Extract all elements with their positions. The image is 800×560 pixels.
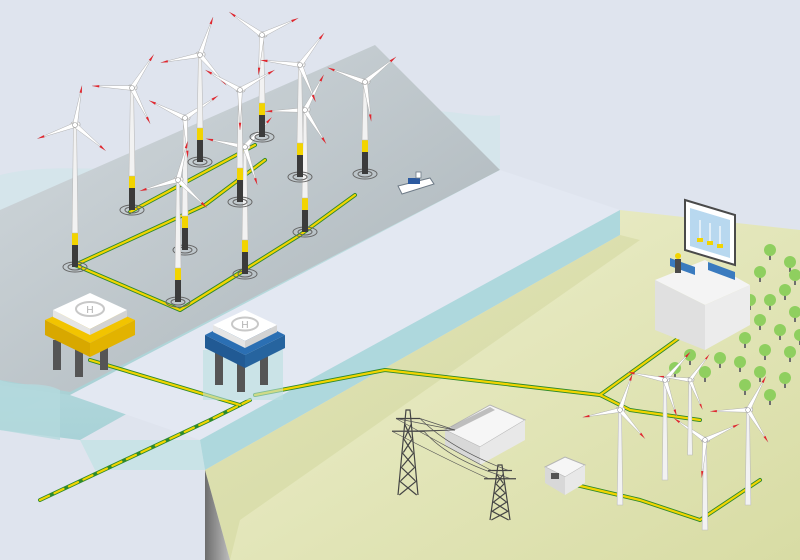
- svg-text:H: H: [241, 320, 248, 331]
- svg-text:H: H: [86, 305, 93, 316]
